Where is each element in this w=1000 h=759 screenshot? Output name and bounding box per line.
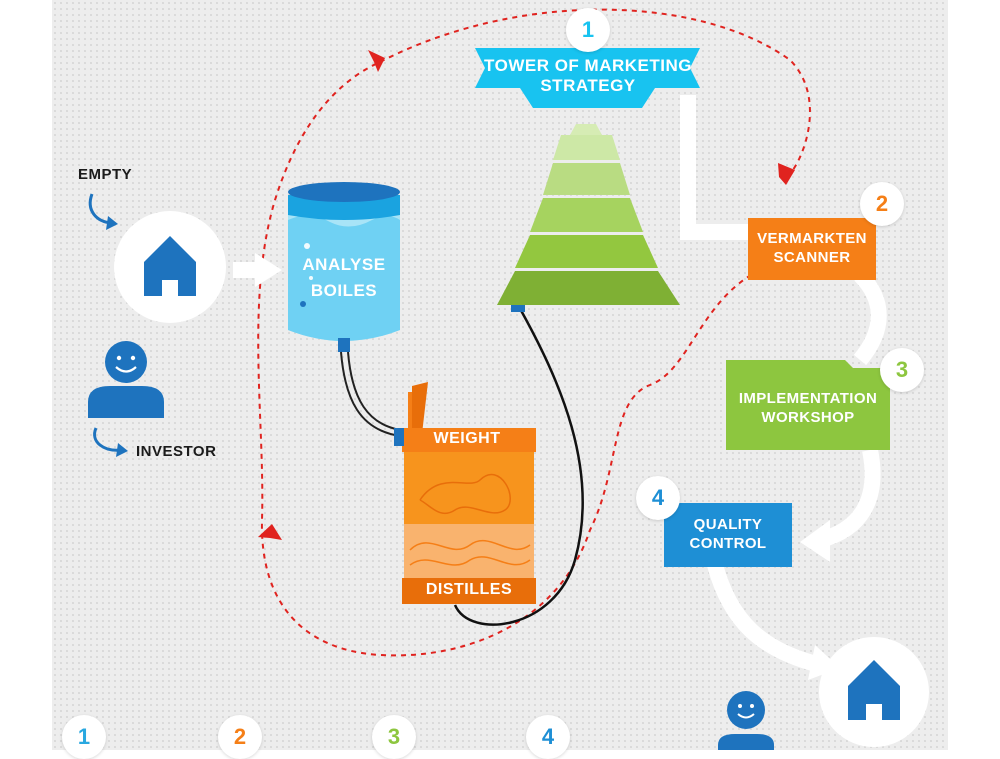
step-box-scanner: VERMARKTEN SCANNER <box>748 218 876 280</box>
curved-arrow-icon <box>106 216 118 230</box>
water-tank <box>288 182 400 352</box>
curved-arrow-icon <box>116 443 128 457</box>
tower-number-badge: 1 <box>566 8 610 52</box>
loop-arrow-icon <box>778 163 795 185</box>
investor-label: INVESTOR <box>136 443 217 460</box>
tower-title: TOWER OF MARKETING STRATEGY <box>484 56 692 95</box>
legend-number-badge: 2 <box>218 715 262 759</box>
step-number-badge: 2 <box>860 182 904 226</box>
pyramid-tower <box>497 124 680 312</box>
tower-number: 1 <box>581 17 595 42</box>
step-box-workshop: IMPLEMENTATION WORKSHOP <box>726 368 890 450</box>
folder-tab <box>726 360 855 370</box>
flow-path <box>817 448 881 548</box>
house-icon <box>848 660 900 720</box>
flow-arrow-icon <box>808 645 840 680</box>
house-icon <box>144 236 196 296</box>
legend-number-badge: 1 <box>62 715 106 759</box>
flow-arrow-icon <box>255 253 282 287</box>
flow-arrow-icon <box>233 262 258 278</box>
step-number-badge: 4 <box>636 476 680 520</box>
dashed-loop-path <box>257 8 811 657</box>
flow-path <box>707 562 822 673</box>
loop-arrow-icon <box>368 50 385 72</box>
legend-number: 4 <box>541 724 555 749</box>
tank-label: ANALYSE BOILES <box>302 255 386 300</box>
step-label: IMPLEMENTATION WORKSHOP <box>738 390 878 426</box>
flow-arrow-icon <box>800 520 830 562</box>
step-number: 3 <box>895 357 909 382</box>
legend-number: 1 <box>77 724 91 749</box>
step-number: 4 <box>651 485 665 510</box>
step-box-quality: QUALITY CONTROL <box>664 503 792 567</box>
step-label: QUALITY CONTROL <box>689 516 767 552</box>
step-number-badge: 3 <box>880 348 924 392</box>
hose-line <box>340 351 401 437</box>
step-label: VERMARKTEN SCANNER <box>757 230 867 266</box>
loop-arrow-icon <box>258 524 282 540</box>
legend-number: 3 <box>387 724 401 749</box>
drum-top-label: WEIGHT <box>433 430 501 447</box>
legend-number-badge: 3 <box>372 715 416 759</box>
hose-line <box>347 351 401 431</box>
tower-banner <box>475 48 700 108</box>
investor-person-icon <box>88 341 164 418</box>
legend-number-badge: 4 <box>526 715 570 759</box>
flow-path <box>680 95 750 240</box>
step-number: 2 <box>875 191 889 216</box>
person-icon <box>718 691 774 750</box>
orange-drum <box>394 382 536 604</box>
legend-number: 2 <box>233 724 247 749</box>
hose-line <box>453 304 584 626</box>
drum-bottom-label: DISTILLES <box>425 581 513 598</box>
empty-label: EMPTY <box>78 166 133 183</box>
flow-path <box>853 269 887 366</box>
